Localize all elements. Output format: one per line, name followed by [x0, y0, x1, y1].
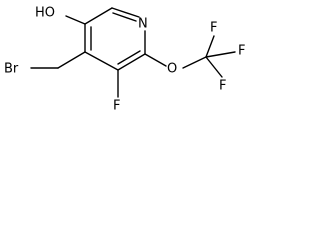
- bond-c3-c2: [84, 7, 113, 25]
- bond-o-cf3: [182, 56, 207, 69]
- bond-c6-c5: [117, 53, 146, 71]
- cf3-fluorine-bottom-label: F: [219, 79, 226, 94]
- cf3-fluorine-right-label: F: [238, 44, 245, 59]
- bond-c2-n-inner: [112, 12, 137, 22]
- bond-c4-ch2: [57, 51, 86, 69]
- hydroxyl-label: HO: [35, 6, 55, 21]
- bond-c-f-top: [205, 35, 215, 58]
- bond-c-f-bottom: [205, 56, 223, 78]
- molecule-drawing: HO N Br F O F F F: [4, 6, 245, 114]
- bromine-label: Br: [4, 62, 19, 77]
- ring-fluorine-label: F: [113, 99, 120, 114]
- bond-c6-c5-inner: [117, 50, 141, 65]
- bond-c3-o: [65, 15, 86, 25]
- ether-oxygen-label: O: [167, 62, 177, 77]
- bond-c5-c4: [84, 51, 119, 71]
- structure-diagram: HO N Br F O F F F: [0, 0, 264, 138]
- nitrogen-label: N: [138, 17, 148, 32]
- cf3-fluorine-top-label: F: [210, 21, 217, 36]
- bond-c6-o: [144, 53, 167, 67]
- bond-c-f-right: [205, 51, 236, 58]
- bond-c2-n: [111, 7, 140, 18]
